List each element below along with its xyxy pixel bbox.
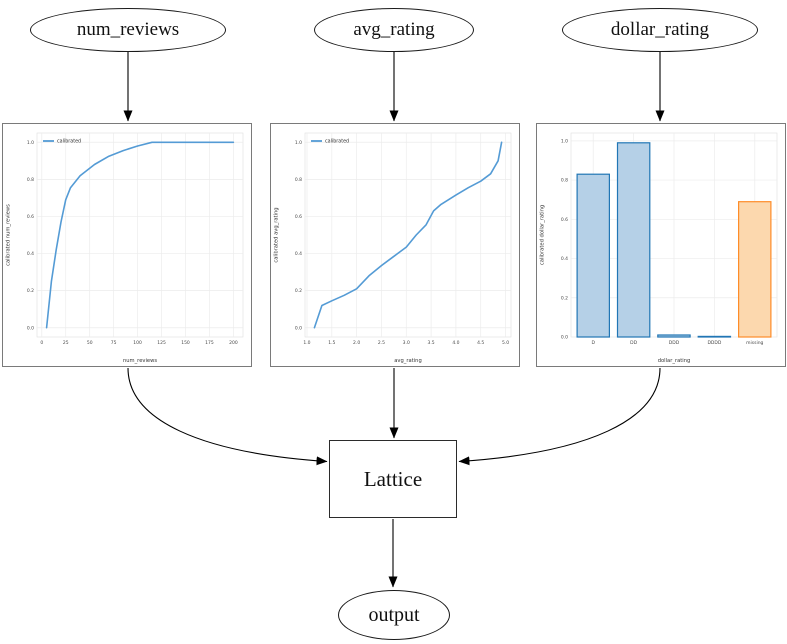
svg-text:num_reviews: num_reviews: [123, 358, 157, 364]
svg-text:0.8: 0.8: [295, 177, 302, 183]
node-dollar-rating-label: dollar_rating: [610, 19, 710, 40]
svg-text:0: 0: [40, 340, 43, 346]
svg-text:0.8: 0.8: [27, 177, 34, 183]
svg-text:avg_rating: avg_rating: [394, 358, 422, 364]
svg-text:0.6: 0.6: [27, 214, 34, 220]
svg-text:0.8: 0.8: [561, 178, 568, 184]
edge-lattice-from-dollar-rating-calibrator: [458, 367, 661, 466]
svg-text:0.2: 0.2: [295, 288, 302, 294]
svg-text:125: 125: [157, 340, 166, 346]
svg-text:175: 175: [205, 340, 214, 346]
svg-text:0.4: 0.4: [561, 256, 568, 262]
svg-text:2.5: 2.5: [378, 340, 385, 346]
svg-text:calibrated avg_rating: calibrated avg_rating: [274, 207, 280, 262]
svg-text:calibrated dollar_rating: calibrated dollar_rating: [540, 205, 546, 265]
svg-text:150: 150: [181, 340, 190, 346]
svg-text:0.0: 0.0: [295, 325, 302, 331]
node-lattice: Lattice: [329, 440, 457, 518]
svg-text:0.4: 0.4: [27, 251, 34, 257]
svg-text:calibrated num_reviews: calibrated num_reviews: [6, 204, 12, 266]
svg-text:75: 75: [111, 340, 117, 346]
node-avg-rating-label: avg_rating: [353, 19, 435, 40]
node-output-label: output: [368, 603, 420, 626]
node-num-reviews: num_reviews: [30, 8, 226, 52]
svg-text:D: D: [591, 340, 595, 346]
svg-text:0.2: 0.2: [561, 295, 568, 301]
svg-text:0.0: 0.0: [561, 335, 568, 341]
node-lattice-label: Lattice: [363, 466, 423, 491]
node-avg-rating: avg_rating: [314, 8, 474, 52]
svg-text:3.0: 3.0: [403, 340, 410, 346]
svg-text:100: 100: [133, 340, 142, 346]
node-dollar-rating: dollar_rating: [562, 8, 758, 52]
svg-text:0.0: 0.0: [27, 325, 34, 331]
node-num-reviews-label: num_reviews: [76, 19, 180, 40]
svg-text:0.4: 0.4: [295, 251, 302, 257]
svg-text:25: 25: [63, 340, 69, 346]
svg-text:1.5: 1.5: [328, 340, 335, 346]
svg-text:DDD: DDD: [669, 340, 680, 346]
num-reviews-calibrator-plot: 0.0 0.2 0.4 0.6 0.8 1.0 0 25 50 75 100 125 150 175 200…: [2, 123, 252, 367]
svg-text:DDDD: DDDD: [707, 340, 721, 346]
svg-text:5.0: 5.0: [502, 340, 509, 346]
svg-text:missing: missing: [746, 340, 763, 346]
svg-text:1.0: 1.0: [295, 140, 302, 146]
svg-text:1.0: 1.0: [561, 138, 568, 144]
edge-num-reviews-calibrator-to-lattice: [127, 367, 328, 466]
svg-text:DD: DD: [630, 340, 637, 346]
svg-text:200: 200: [229, 340, 238, 346]
svg-text:0.6: 0.6: [561, 217, 568, 223]
avg-rating-calibrator-plot: 0.0 0.2 0.4 0.6 0.8 1.0 1.0 1.5 2.0 2.5 3.0 3.5 4.0 4…: [270, 123, 520, 367]
svg-text:3.5: 3.5: [427, 340, 434, 346]
svg-text:calibrated: calibrated: [325, 139, 349, 145]
svg-text:1.0: 1.0: [303, 340, 310, 346]
svg-text:1.0: 1.0: [27, 140, 34, 146]
svg-text:2.0: 2.0: [353, 340, 360, 346]
svg-text:4.5: 4.5: [477, 340, 484, 346]
node-output: output: [338, 590, 450, 640]
svg-text:0.2: 0.2: [27, 288, 34, 294]
svg-text:50: 50: [87, 340, 93, 346]
svg-text:0.6: 0.6: [295, 214, 302, 220]
svg-text:4.0: 4.0: [452, 340, 459, 346]
svg-text:dollar_rating: dollar_rating: [658, 358, 691, 364]
svg-text:calibrated: calibrated: [57, 139, 81, 145]
